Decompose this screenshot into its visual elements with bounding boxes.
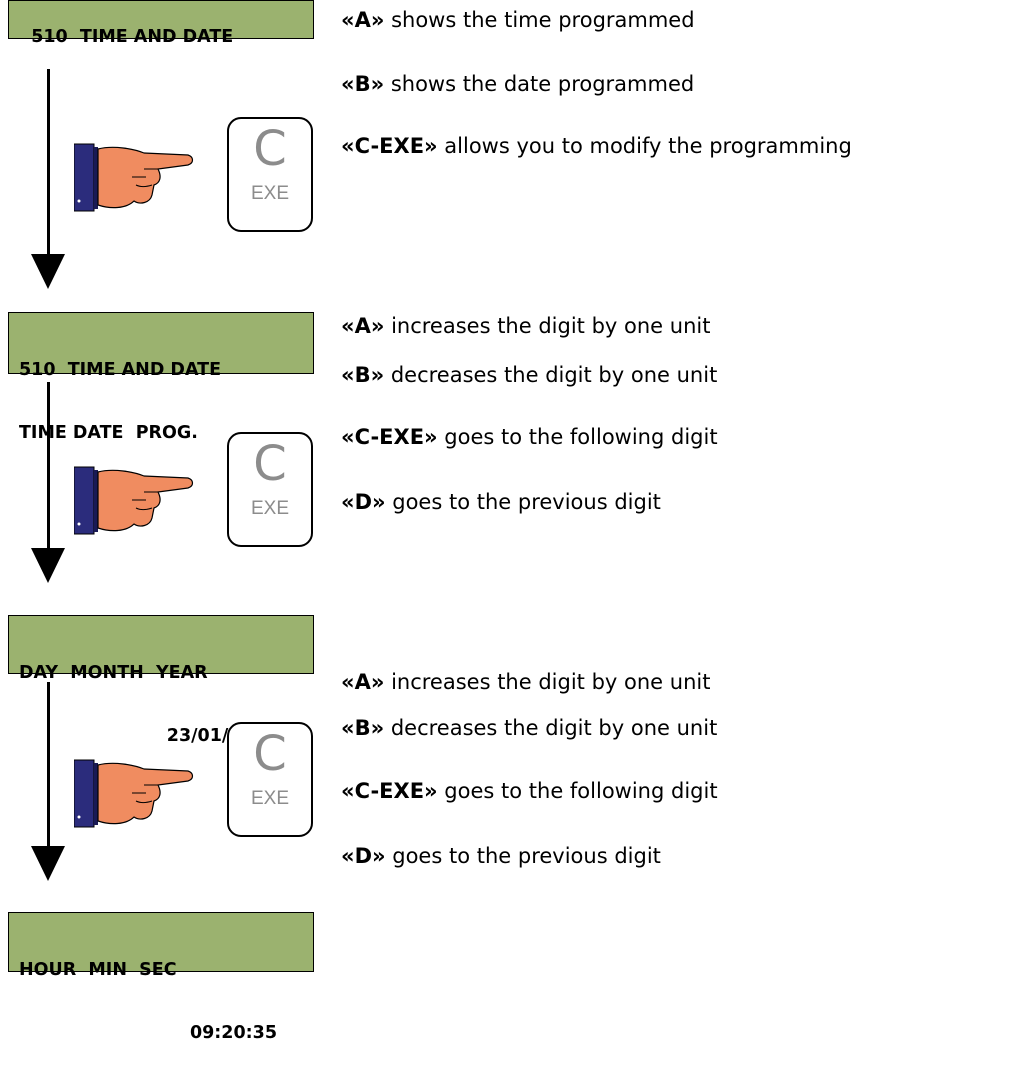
- lcd-line-1: DAY MONTH YEAR: [19, 663, 208, 683]
- instruction-text: goes to the previous digit: [385, 844, 661, 868]
- instruction-text: goes to the following digit: [437, 779, 718, 803]
- instruction-text: shows the time programmed: [384, 8, 695, 32]
- key-name: «A»: [341, 314, 385, 338]
- key-name: «C-EXE»: [341, 134, 438, 158]
- lcd-screen-1: 510 TIME AND DATE: [8, 0, 314, 47]
- key-name: «A»: [341, 670, 385, 694]
- key-name: «B»: [341, 716, 385, 740]
- arrowhead-3: [31, 846, 65, 881]
- lcd-line-2: 09:20:35: [189, 1023, 277, 1043]
- c-exe-key[interactable]: C EXE: [227, 722, 313, 837]
- instruction-text: increases the digit by one unit: [384, 670, 711, 694]
- lcd-screen-4: HOUR MIN SEC 09:20:35: [8, 912, 314, 1043]
- instruction-text: increases the digit by one unit: [384, 314, 711, 338]
- instruction-line: «C-EXE» allows you to modify the program…: [341, 134, 852, 158]
- key-main-label: C: [253, 726, 287, 782]
- pointing-hand-icon: [74, 143, 194, 212]
- flow-arrow-1: [47, 69, 50, 259]
- lcd-screen-3: DAY MONTH YEAR 23/01/2004: [8, 615, 314, 746]
- instruction-line: «A» increases the digit by one unit: [341, 670, 710, 694]
- instruction-text: goes to the following digit: [437, 425, 718, 449]
- instruction-line: «C-EXE» goes to the following digit: [341, 425, 718, 449]
- instruction-text: shows the date programmed: [384, 72, 695, 96]
- flow-arrow-3: [47, 682, 50, 852]
- instruction-line: «B» decreases the digit by one unit: [341, 363, 717, 387]
- flow-arrow-2: [47, 382, 50, 552]
- instruction-line: «D» goes to the previous digit: [341, 844, 661, 868]
- c-exe-key[interactable]: C EXE: [227, 117, 313, 232]
- key-sub-label: EXE: [250, 498, 290, 519]
- arrowhead-2: [31, 548, 65, 583]
- key-name: «A»: [341, 8, 385, 32]
- lcd-line-1: 510 TIME AND DATE: [31, 27, 234, 47]
- instruction-text: decreases the digit by one unit: [384, 363, 718, 387]
- instruction-line: «B» shows the date programmed: [341, 72, 694, 96]
- key-name: «C-EXE»: [341, 425, 438, 449]
- key-main-label: C: [253, 436, 287, 492]
- key-name: «D»: [341, 844, 386, 868]
- arrowhead-1: [31, 254, 65, 289]
- c-exe-key[interactable]: C EXE: [227, 432, 313, 547]
- lcd-screen-2: 510 TIME AND DATE TIME DATE PROG.: [8, 312, 314, 443]
- instruction-line: «A» increases the digit by one unit: [341, 314, 710, 338]
- lcd-line-1: 510 TIME AND DATE: [19, 360, 222, 380]
- pointing-hand-icon: [74, 466, 194, 535]
- key-sub-label: EXE: [250, 183, 290, 204]
- pointing-hand-icon: [74, 759, 194, 828]
- lcd-line-2: TIME DATE PROG.: [19, 423, 198, 443]
- instruction-text: goes to the previous digit: [385, 490, 661, 514]
- key-main-label: C: [253, 121, 287, 177]
- instruction-text: allows you to modify the programming: [437, 134, 852, 158]
- key-name: «D»: [341, 490, 386, 514]
- key-sub-label: EXE: [250, 788, 290, 809]
- key-name: «B»: [341, 72, 385, 96]
- instruction-text: decreases the digit by one unit: [384, 716, 718, 740]
- instruction-line: «A» shows the time programmed: [341, 8, 695, 32]
- instruction-line: «B» decreases the digit by one unit: [341, 716, 717, 740]
- instruction-line: «D» goes to the previous digit: [341, 490, 661, 514]
- key-name: «B»: [341, 363, 385, 387]
- instruction-line: «C-EXE» goes to the following digit: [341, 779, 718, 803]
- key-name: «C-EXE»: [341, 779, 438, 803]
